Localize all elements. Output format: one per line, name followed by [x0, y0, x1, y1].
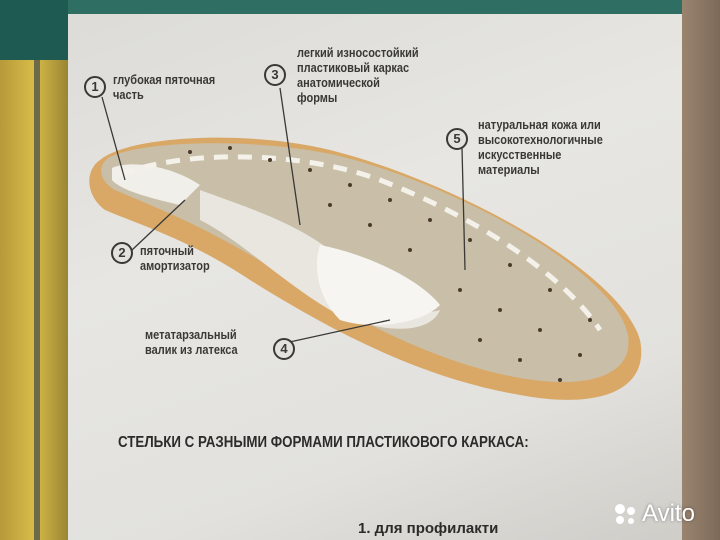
callout-number-4: 4	[273, 338, 295, 360]
callout-label-5: натуральная кожа или высокотехнологичные…	[478, 118, 603, 177]
top-green-band	[68, 0, 682, 14]
background-right	[682, 0, 720, 540]
callout-label-1: глубокая пяточная часть	[113, 73, 216, 102]
perforation-dots	[188, 146, 592, 382]
metatarsal-pad	[316, 245, 440, 325]
list-item-1: 1. для профилакти	[358, 520, 499, 537]
stitch-line	[119, 154, 603, 332]
callout-number-1: 1	[84, 76, 106, 98]
watermark-text: Avito	[642, 500, 695, 527]
section-heading: СТЕЛЬКИ С РАЗНЫМИ ФОРМАМИ ПЛАСТИКОВОГО К…	[118, 434, 529, 451]
adjacent-box	[0, 0, 68, 540]
callout-label-3: легкий износостойкий пластиковый каркас …	[297, 46, 419, 105]
callout-label-4: метатарзальный валик из латекса	[145, 328, 238, 357]
avito-watermark: Avito	[612, 500, 695, 528]
avito-logo-icon	[615, 504, 635, 524]
heel-cushion	[112, 164, 200, 205]
callout-label-2: пяточный амортизатор	[140, 244, 210, 273]
adjacent-box-green-top	[0, 0, 68, 60]
leader-lines	[101, 87, 466, 346]
callout-number-3: 3	[264, 64, 286, 86]
adjacent-box-edge	[34, 60, 40, 540]
callout-number-5: 5	[446, 128, 468, 150]
callout-number-2: 2	[111, 242, 133, 264]
